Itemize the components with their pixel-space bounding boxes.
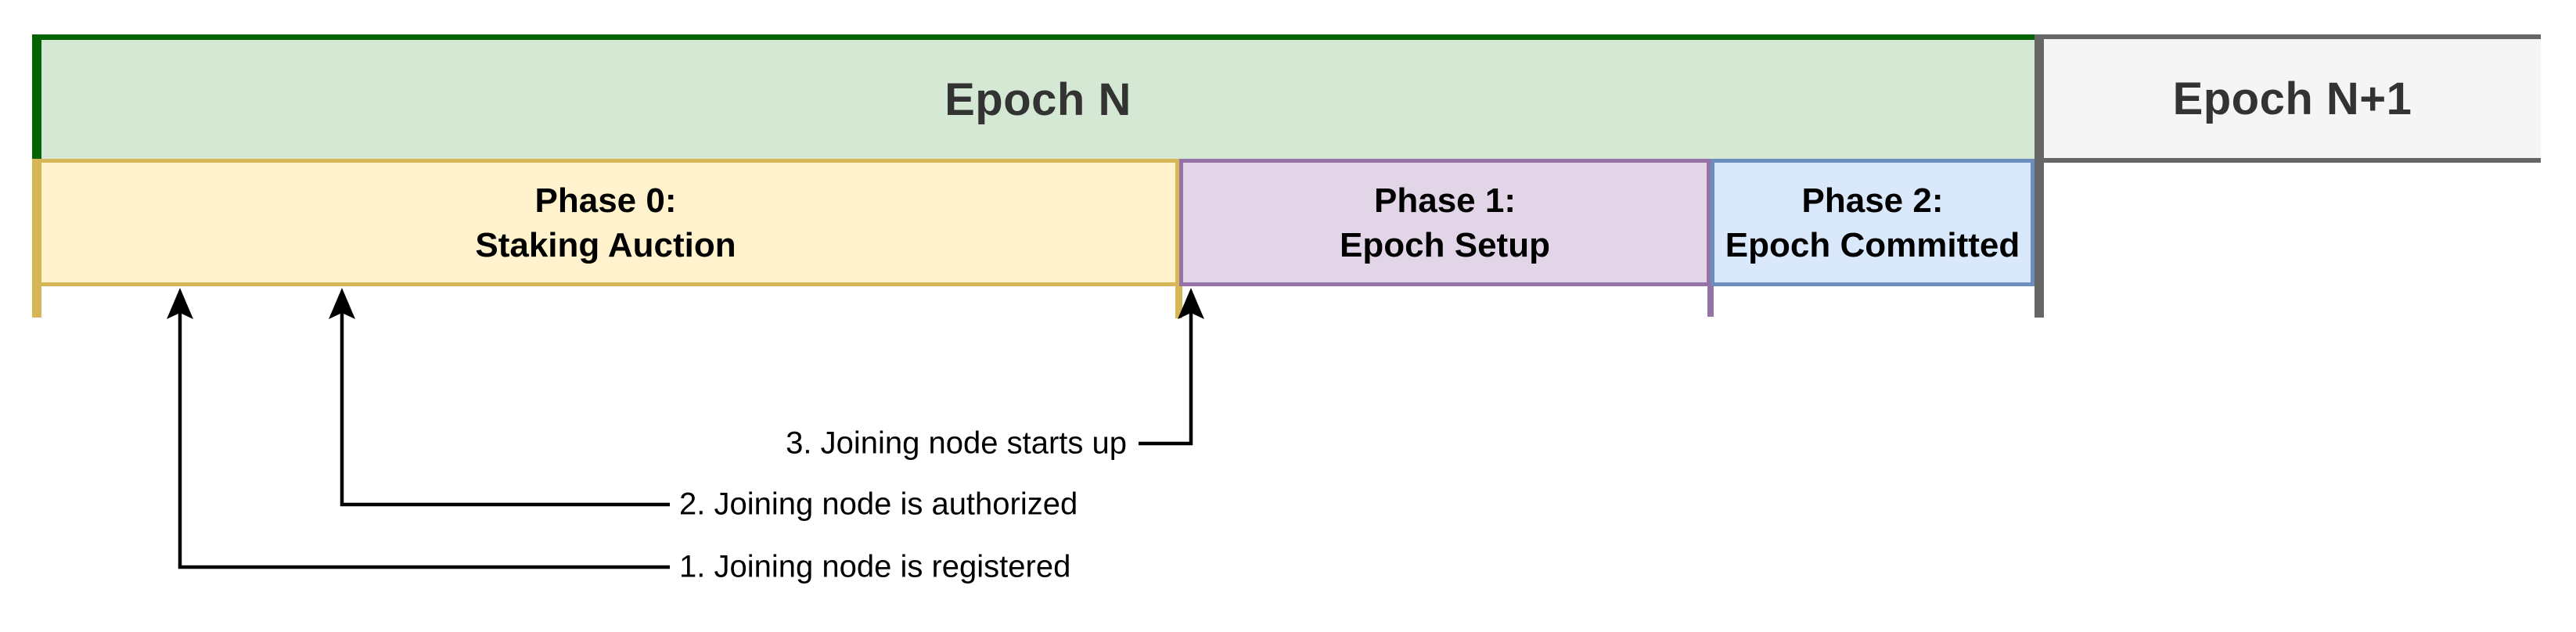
annotation-1-label: 1. Joining node is registered — [679, 549, 1071, 584]
phase-1-bar: Phase 1: Epoch Setup — [1179, 159, 1711, 286]
phase-1-title-line1: Phase 1: — [1374, 181, 1516, 220]
phase-1-2-boundary-tick — [1707, 286, 1714, 317]
phase-2-title-line2: Epoch Committed — [1725, 225, 2020, 264]
annotation-arrow-1 — [167, 288, 670, 569]
epoch-n-plus-1-label: Epoch N+1 — [2172, 73, 2412, 124]
phase-2-bar: Phase 2: Epoch Committed — [1711, 159, 2035, 286]
annotation-2-label: 2. Joining node is authorized — [679, 487, 1078, 522]
phase-1-title-line2: Epoch Setup — [1340, 225, 1550, 264]
epoch-boundary-divider — [2035, 34, 2044, 318]
annotation-arrow-3 — [1139, 288, 1204, 446]
phase-0-bar: Phase 0: Staking Auction — [32, 159, 1179, 286]
annotation-arrow-2 — [329, 288, 670, 507]
phase-0-1-boundary-tick — [1175, 286, 1182, 318]
phase-2-title-line1: Phase 2: — [1801, 181, 1944, 220]
phase-0-title-line1: Phase 0: — [534, 181, 677, 220]
annotation-3-label: 3. Joining node starts up — [786, 426, 1127, 461]
epoch-n-bar: Epoch N — [32, 34, 2035, 159]
phase-0-title-line2: Staking Auction — [475, 225, 736, 264]
epoch-n-plus-1-bar: Epoch N+1 — [2044, 34, 2541, 163]
epoch-start-tick — [32, 159, 41, 318]
epoch-n-label: Epoch N — [944, 74, 1131, 125]
